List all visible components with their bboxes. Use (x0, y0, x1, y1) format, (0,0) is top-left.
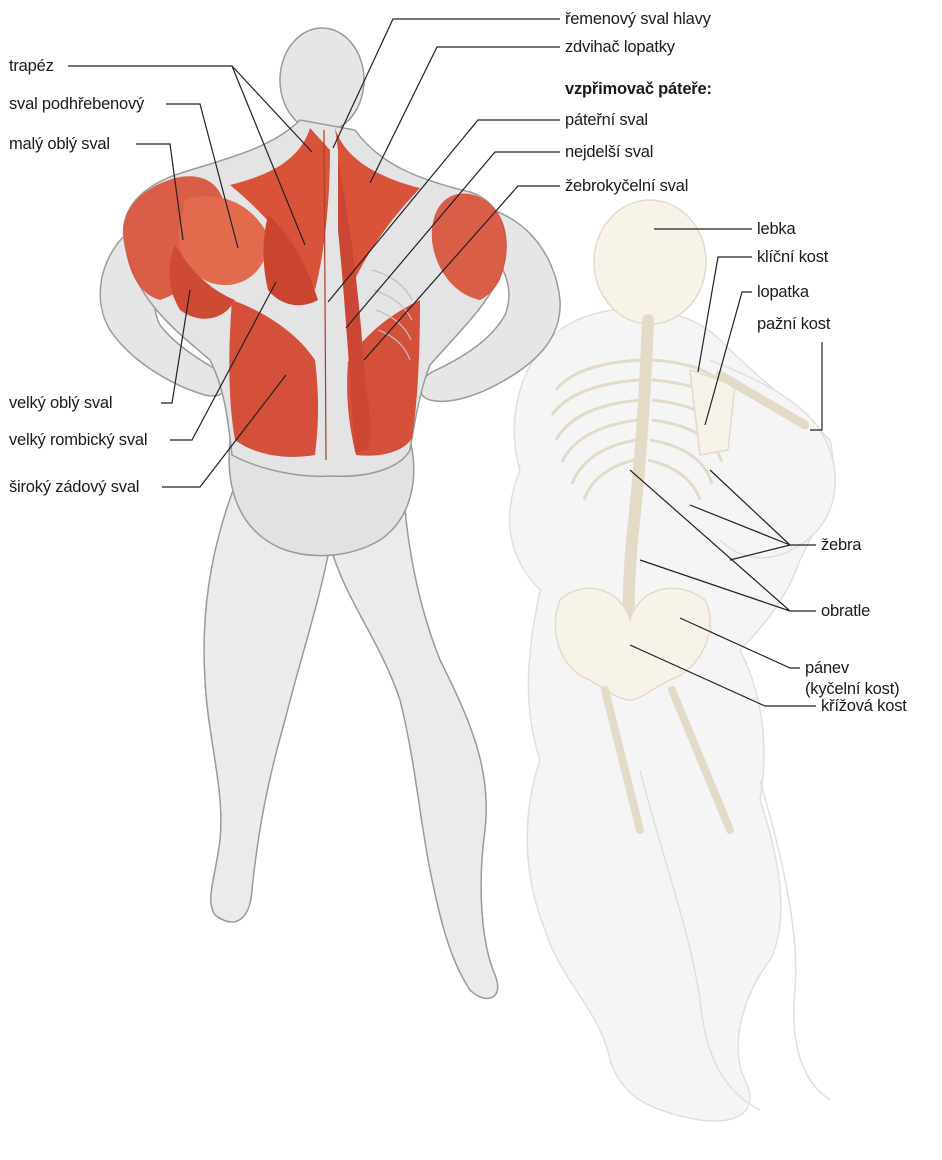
label-zebra: žebra (821, 535, 861, 555)
leader-remenovy (333, 19, 560, 148)
leader-zdvihac (370, 47, 560, 183)
label-siroky-zadovy-sval: široký zádový sval (9, 477, 139, 497)
label-vzprimovac-patere: vzpřimovač páteře: (565, 79, 712, 99)
label-velky-obly-sval: velký oblý sval (9, 393, 112, 413)
label-remenovy-sval-hlavy: řemenový sval hlavy (565, 9, 711, 29)
label-velky-rombicky-sval: velký rombický sval (9, 430, 147, 450)
label-paterni-sval: páteřní sval (565, 110, 648, 130)
skeleton-figure (510, 200, 836, 1121)
label-sval-podhrebenovy: sval podhřebenový (9, 94, 144, 114)
label-lopatka: lopatka (757, 282, 809, 302)
head (280, 28, 364, 132)
label-lebka: lebka (757, 219, 795, 239)
label-zebrokycelni-sval: žebrokyčelní sval (565, 176, 688, 196)
label-klicni-kost: klíční kost (757, 247, 828, 267)
leader-pazni (810, 342, 822, 430)
label-trapez: trapéz (9, 56, 54, 76)
label-nejdelsi-sval: nejdelší sval (565, 142, 653, 162)
label-krizova-kost: křížová kost (821, 696, 907, 716)
label-obratle: obratle (821, 601, 870, 621)
muscle-figure (100, 28, 560, 998)
label-maly-obly-sval: malý oblý sval (9, 134, 110, 154)
label-panev: pánev (805, 658, 849, 678)
skull (594, 200, 706, 324)
label-pazni-kost: pažní kost (757, 314, 830, 334)
label-zdvihac-lopatky: zdvihač lopatky (565, 37, 675, 57)
right-leg (330, 510, 498, 998)
